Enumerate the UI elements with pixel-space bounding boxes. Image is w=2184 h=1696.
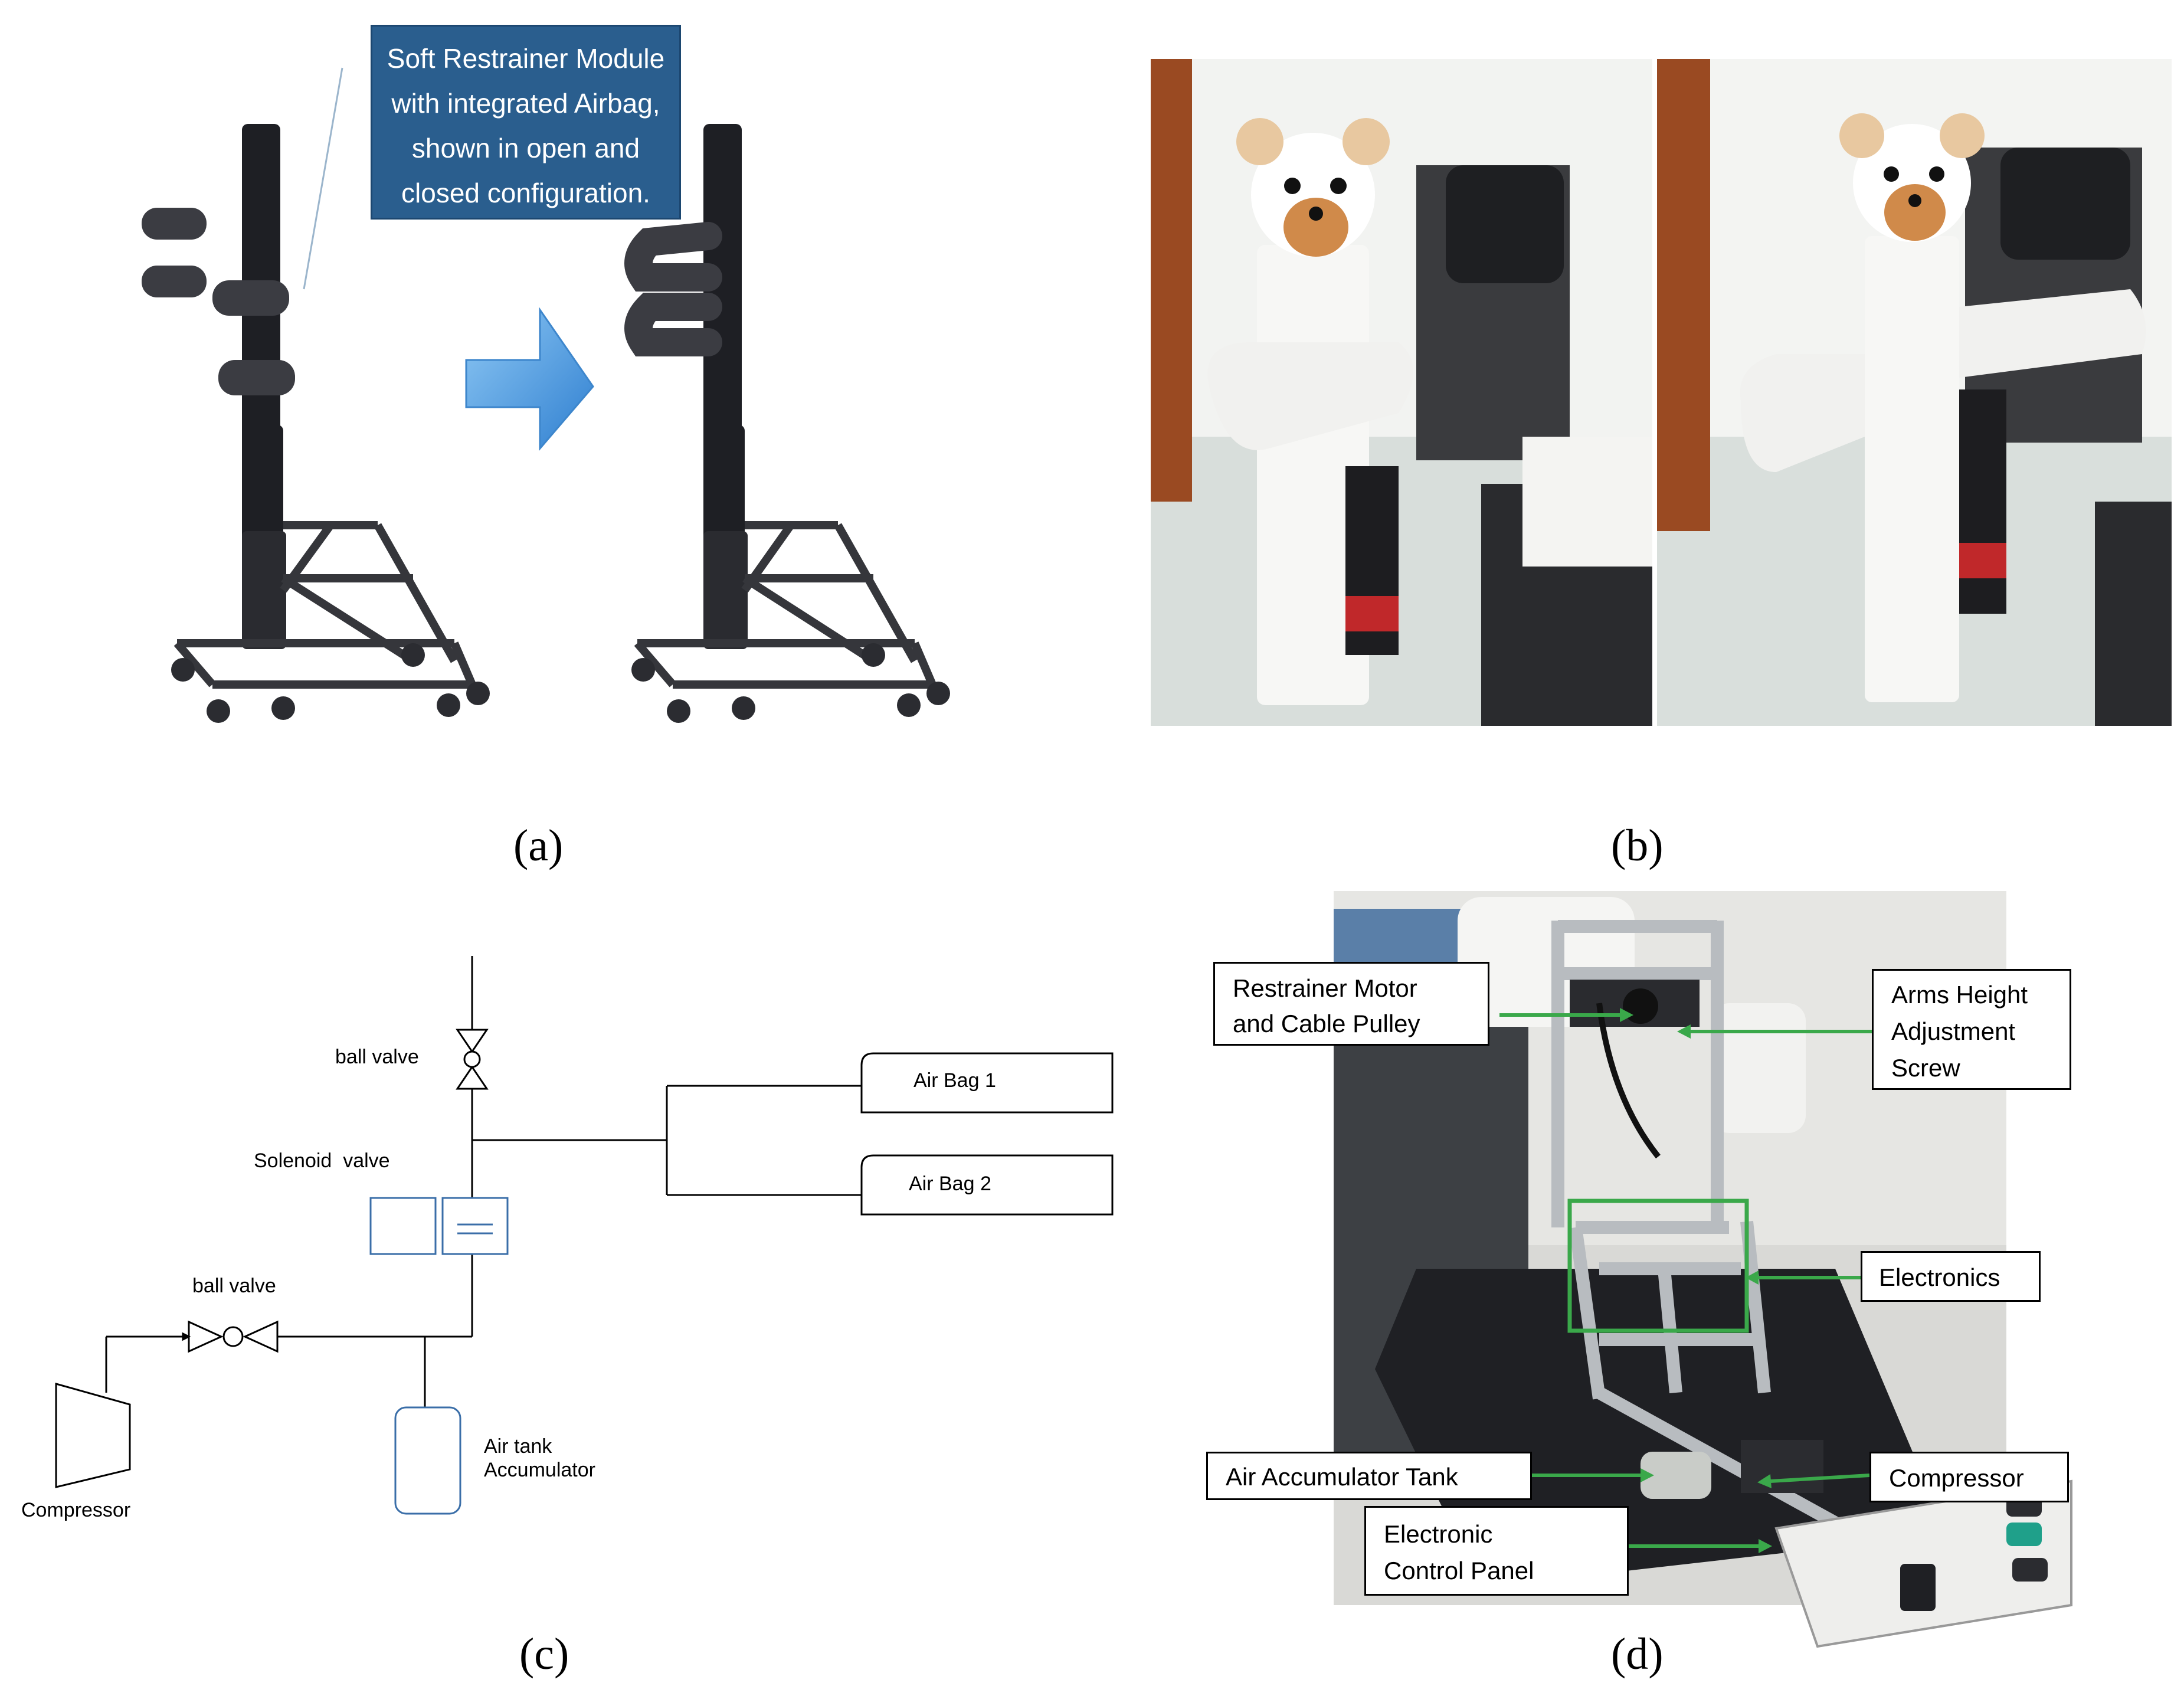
label-electronic-control-panel: Electronic Control Panel	[1364, 1506, 1629, 1596]
restrainer-module-render	[142, 67, 950, 723]
transition-arrow	[465, 307, 594, 451]
air-bag-1-symbol	[860, 1052, 1114, 1114]
compressor-symbol	[55, 1383, 131, 1488]
panel-b: (b)	[1151, 59, 2172, 870]
label-solenoid-valve: Solenoid valve	[254, 1150, 390, 1172]
caption-b: (b)	[1611, 821, 1664, 870]
caption-d: (d)	[1611, 1629, 1664, 1679]
solenoid-valve-symbol	[369, 1197, 509, 1255]
module-closed-configuration	[624, 124, 950, 723]
caption-c: (c)	[519, 1629, 569, 1679]
label-compressor-d: Compressor	[1869, 1452, 2069, 1502]
photo-arms-open	[1657, 59, 2172, 726]
label-air-bag-2: Air Bag 2	[909, 1173, 991, 1195]
photo-arms-closed	[1151, 59, 1652, 726]
label-arms-height-line-1: Arms Height	[1891, 981, 2028, 1009]
label-restrainer-motor-line-2: and Cable Pulley	[1233, 1010, 1420, 1037]
ball-valve-top-symbol	[456, 1029, 489, 1090]
label-ball-valve-bottom: ball valve	[192, 1275, 276, 1297]
label-restrainer-motor-line-1: Restrainer Motor	[1233, 974, 1417, 1002]
label-air-tank: Air tank	[484, 1435, 552, 1458]
teddy-robot-photos	[1151, 59, 2172, 726]
label-arms-height-line-3: Screw	[1891, 1054, 1960, 1082]
panel-c: ball valve Solenoid valve ball valve Com…	[0, 885, 1151, 1693]
callout-line-2: with integrated Airbag,	[391, 88, 660, 119]
label-compressor: Compressor	[21, 1499, 131, 1521]
panel-d: Restrainer Motor and Cable Pulley Arms H…	[1151, 885, 2184, 1693]
electronics-highlight-box	[1567, 1199, 1749, 1333]
callout-box: Soft Restrainer Module with integrated A…	[371, 25, 681, 220]
label-arms-height-adjustment: Arms Height Adjustment Screw	[1872, 969, 2071, 1090]
ball-valve-bottom-symbol	[182, 1320, 279, 1353]
label-ball-valve-top: ball valve	[335, 1046, 419, 1068]
callout-line-4: closed configuration.	[401, 178, 650, 208]
label-restrainer-motor: Restrainer Motor and Cable Pulley	[1213, 962, 1489, 1046]
label-accumulator: Accumulator	[484, 1459, 595, 1481]
air-bag-2-symbol	[860, 1154, 1114, 1216]
module-open-configuration	[142, 124, 490, 723]
callout-line-3: shown in open and	[411, 133, 640, 163]
label-ecp-line-2: Control Panel	[1384, 1557, 1534, 1584]
label-air-accumulator-tank: Air Accumulator Tank	[1206, 1452, 1532, 1500]
label-arms-height-line-2: Adjustment	[1891, 1017, 2016, 1045]
air-tank-symbol	[394, 1406, 461, 1515]
label-electronics: Electronics	[1861, 1251, 2041, 1302]
label-air-bag-1: Air Bag 1	[913, 1069, 996, 1092]
panel-a: Soft Restrainer Module with integrated A…	[0, 0, 1092, 870]
pneumatic-schematic	[55, 956, 1114, 1515]
callout-line-1: Soft Restrainer Module	[387, 43, 665, 74]
label-ecp-line-1: Electronic	[1384, 1520, 1493, 1548]
caption-a: (a)	[513, 821, 564, 870]
